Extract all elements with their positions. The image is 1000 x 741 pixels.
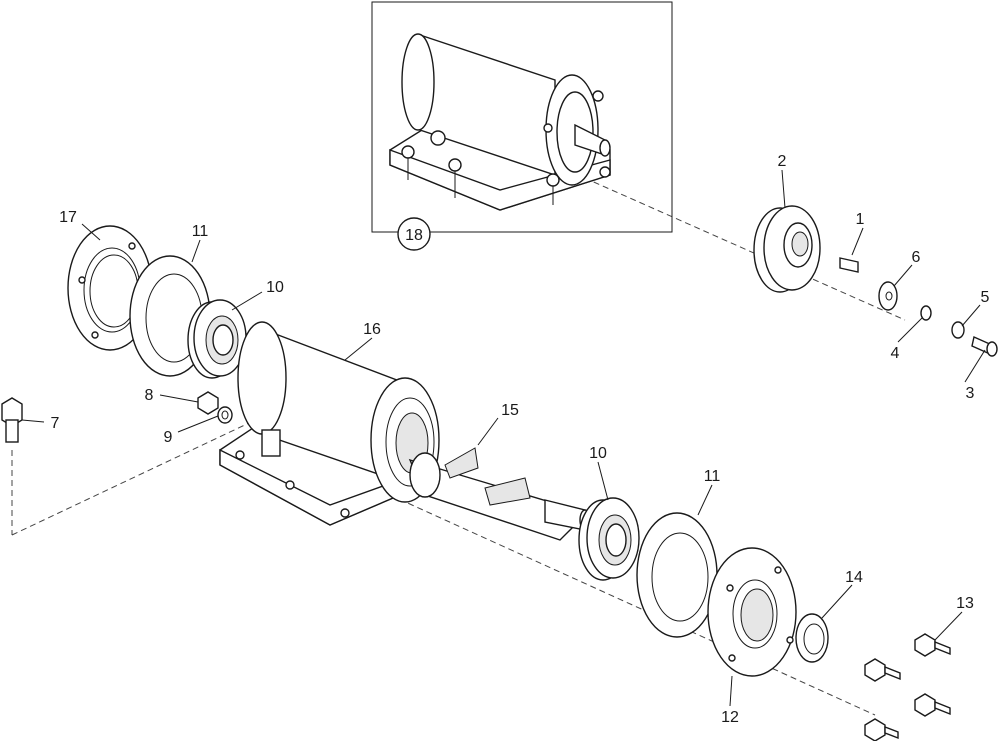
key-part — [839, 257, 859, 273]
callout-8: 8 — [145, 387, 154, 404]
callout-10-left: 10 — [266, 279, 284, 296]
pulley-part — [753, 205, 821, 293]
callout-3: 3 — [966, 385, 975, 402]
lock-washer-part — [920, 305, 932, 321]
washer-part — [878, 281, 898, 311]
gasket-right-part — [636, 512, 718, 638]
bearing-left-part — [187, 299, 247, 379]
callout-2: 2 — [778, 153, 787, 170]
shaft-part — [408, 447, 591, 541]
callout-11-right: 11 — [704, 468, 721, 485]
callout-15: 15 — [501, 402, 519, 419]
callout-labels: 1 2 3 4 5 6 7 8 9 10 10 11 11 12 13 14 1… — [51, 153, 990, 726]
flange-bolts-part — [864, 633, 951, 741]
seal-ring-part — [217, 406, 233, 424]
end-cover-part — [707, 547, 797, 677]
bearing-right-part — [578, 497, 640, 581]
assembled-unit-inset — [371, 1, 673, 233]
callout-13: 13 — [956, 595, 974, 612]
callout-18: 18 — [405, 227, 423, 244]
oil-seal-part — [795, 613, 829, 663]
callout-10-right: 10 — [589, 445, 607, 462]
leader-lines — [21, 169, 986, 707]
callout-14: 14 — [845, 569, 863, 586]
callout-6: 6 — [912, 249, 921, 266]
callout-1: 1 — [856, 211, 865, 228]
callout-5: 5 — [981, 289, 990, 306]
plug-part — [197, 391, 219, 415]
callout-11-left: 11 — [192, 223, 209, 240]
callout-16: 16 — [363, 321, 381, 338]
nut-part — [951, 321, 965, 339]
callout-4: 4 — [891, 345, 900, 362]
callout-17: 17 — [59, 209, 77, 226]
callout-12: 12 — [721, 709, 739, 726]
cap-screw-part — [1, 397, 23, 443]
housing-part — [219, 321, 440, 526]
callout-7: 7 — [51, 415, 60, 432]
bolt-part — [971, 336, 998, 357]
callout-9: 9 — [164, 429, 173, 446]
callout-18-circle — [397, 217, 431, 251]
